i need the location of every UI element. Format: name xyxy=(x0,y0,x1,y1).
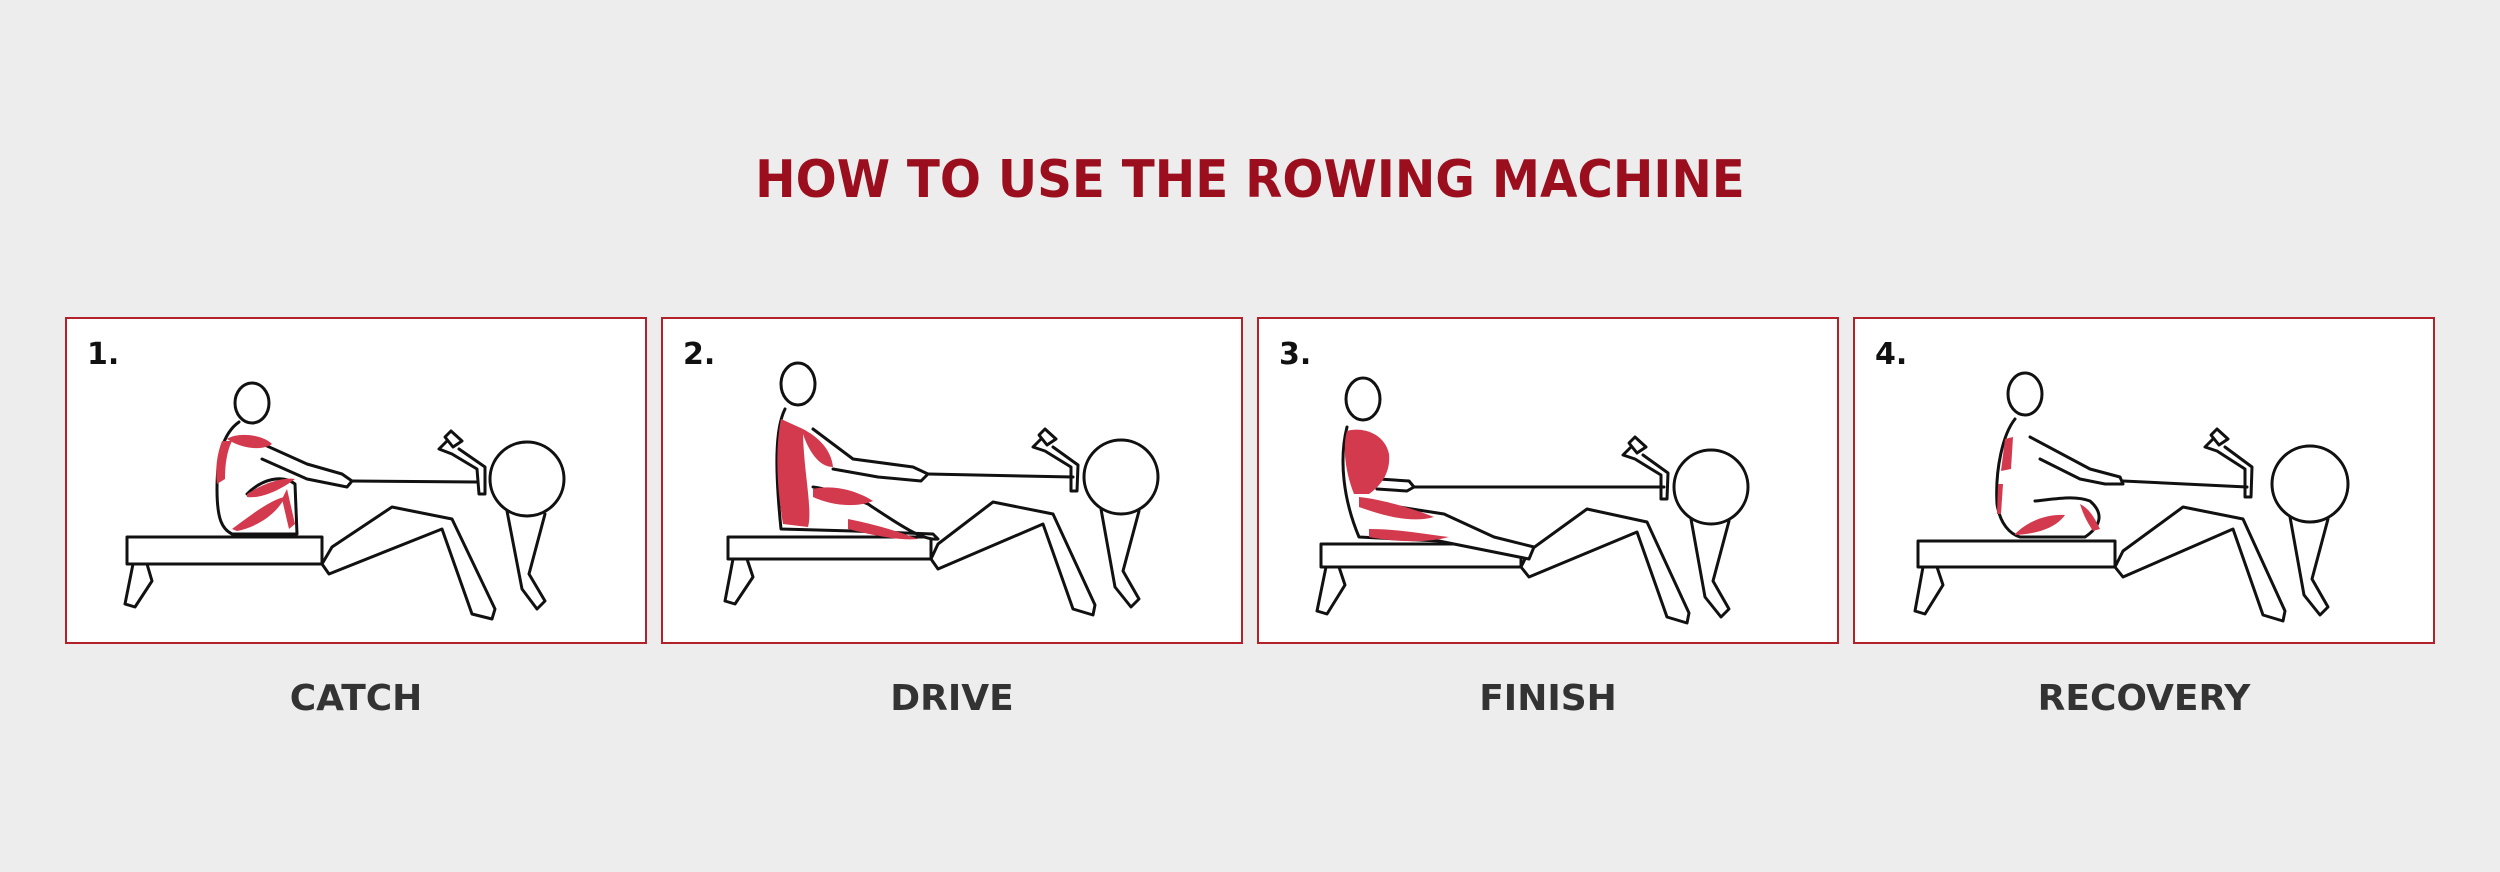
rower-catch-illustration xyxy=(123,381,566,621)
step-number: 1. xyxy=(87,337,120,372)
step-number: 3. xyxy=(1279,337,1312,372)
step-panel-finish: 3. xyxy=(1257,317,1839,644)
step-label-finish: FINISH xyxy=(1479,678,1617,719)
step-label-recovery: RECOVERY xyxy=(2037,678,2251,719)
rower-finish-illustration xyxy=(1315,376,1750,625)
rower-recovery-illustration xyxy=(1913,371,2350,623)
step-number: 2. xyxy=(683,337,716,372)
step-panel-drive: 2. xyxy=(661,317,1243,644)
rower-drive-illustration xyxy=(723,361,1160,617)
page-title: HOW TO USE THE ROWING MACHINE xyxy=(755,150,1745,210)
step-label-drive: DRIVE xyxy=(890,678,1014,719)
step-label-catch: CATCH xyxy=(289,678,423,719)
step-number: 4. xyxy=(1875,337,1908,372)
step-panel-catch: 1. xyxy=(65,317,647,644)
step-panel-recovery: 4. xyxy=(1853,317,2435,644)
